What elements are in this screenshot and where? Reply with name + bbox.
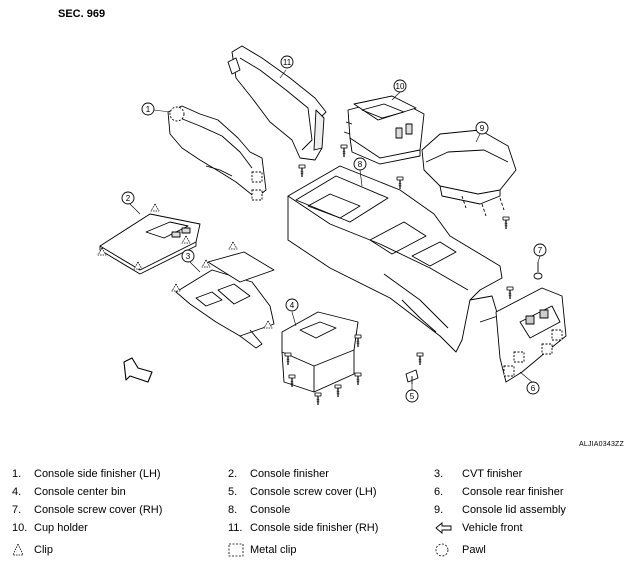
metal-clip-icon — [228, 543, 244, 557]
part-cup-holder — [343, 95, 425, 165]
svg-text:8: 8 — [358, 160, 363, 169]
callout-11: 11 — [280, 55, 294, 69]
svg-text:1: 1 — [146, 105, 151, 114]
callout-8: 8 — [353, 157, 367, 171]
part-console-rear-finisher — [495, 287, 567, 383]
callout-10: 10 — [393, 79, 407, 93]
svg-text:2: 2 — [126, 194, 131, 203]
vehicle-front-icon — [435, 522, 452, 534]
svg-text:6: 6 — [531, 384, 536, 393]
svg-text:5: 5 — [410, 392, 415, 401]
callout-7: 7 — [533, 243, 547, 257]
part-console — [287, 144, 514, 366]
clip-triangle-icon — [12, 543, 24, 556]
vehicle-front-arrow-icon — [123, 357, 153, 383]
part-console-lid-assembly — [421, 129, 517, 230]
pawl-icon — [435, 543, 449, 557]
part-console-screw-cover-rh — [533, 262, 543, 280]
svg-text:4: 4 — [290, 301, 295, 310]
callout-1: 1 — [141, 102, 155, 116]
svg-text:7: 7 — [538, 246, 543, 255]
callout-4: 4 — [285, 298, 299, 312]
part-console-screw-cover-lh — [405, 369, 419, 384]
part-console-center-bin — [281, 311, 362, 406]
part-console-finisher — [97, 203, 201, 275]
svg-text:11: 11 — [283, 58, 292, 67]
reference-code: ALJIA0343ZZ — [579, 441, 624, 448]
callout-3: 3 — [181, 249, 195, 263]
svg-text:10: 10 — [396, 82, 405, 91]
callout-5: 5 — [405, 389, 419, 403]
part-cvt-finisher — [171, 241, 275, 349]
callout-2: 2 — [121, 191, 135, 205]
callout-9: 9 — [475, 121, 489, 135]
svg-text:9: 9 — [480, 124, 485, 133]
section-label: SEC. 969 — [58, 8, 106, 20]
part-console-side-finisher-lh — [167, 105, 267, 201]
part-console-side-finisher-rh — [227, 45, 327, 161]
svg-text:3: 3 — [186, 252, 191, 261]
callout-6: 6 — [526, 381, 540, 395]
